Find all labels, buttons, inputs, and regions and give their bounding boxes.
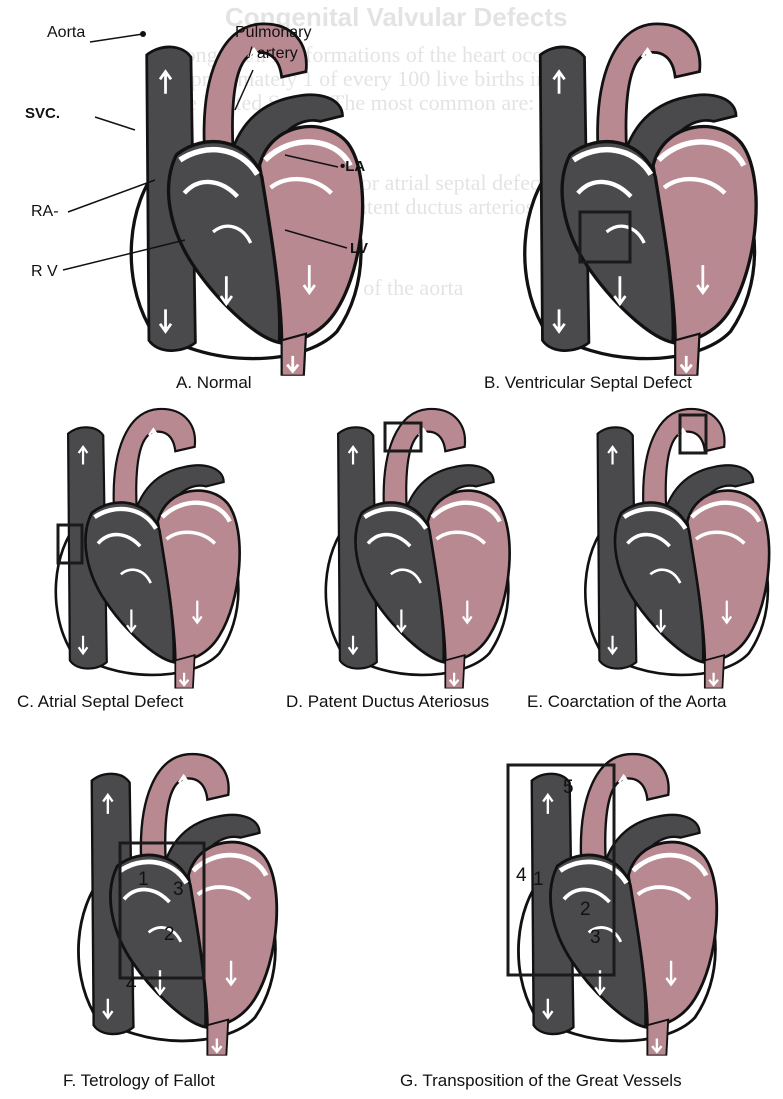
label-leader-lines — [35, 0, 365, 365]
panel-pda: D. Patent Ductus Ateriosus — [270, 390, 530, 720]
fallot-number-3: 3 — [173, 879, 184, 900]
caption-g: G. Transposition of the Great Vessels — [400, 1071, 682, 1091]
panel-transposition: 1 2 3 4 5 G. Transposition of the Great … — [390, 725, 783, 1095]
panel-coarctation: E. Coarctation of the Aorta — [532, 390, 782, 720]
transposition-number-2: 2 — [580, 899, 591, 920]
fallot-number-4: 4 — [126, 974, 137, 995]
highlight-box-coarctation — [532, 390, 782, 680]
fallot-annotations: 1 2 3 4 — [40, 725, 340, 1070]
transposition-number-5: 5 — [563, 777, 574, 798]
transposition-number-4: 4 — [516, 865, 527, 886]
highlight-box-vsd — [470, 0, 760, 365]
caption-e: E. Coarctation of the Aorta — [527, 692, 726, 712]
fallot-number-1: 1 — [138, 869, 149, 890]
caption-d: D. Patent Ductus Ateriosus — [286, 692, 489, 712]
panel-asd: C. Atrial Septal Defect — [0, 390, 260, 720]
highlight-box-pda — [270, 390, 525, 680]
highlight-box-asd — [0, 390, 255, 680]
panel-normal: Aorta Pulmonary / artery SVC. RA- R V •L… — [35, 0, 365, 365]
panel-fallot: 1 2 3 4 F. Tetrology of Fallot — [40, 725, 340, 1095]
caption-c: C. Atrial Septal Defect — [17, 692, 183, 712]
caption-f: F. Tetrology of Fallot — [63, 1071, 215, 1091]
transposition-number-1: 1 — [533, 869, 544, 890]
transposition-annotations: 1 2 3 4 5 — [390, 725, 783, 1070]
fallot-number-2: 2 — [164, 924, 175, 945]
panel-vsd: B. Ventricular Septal Defect — [470, 0, 770, 400]
transposition-number-3: 3 — [590, 927, 601, 948]
